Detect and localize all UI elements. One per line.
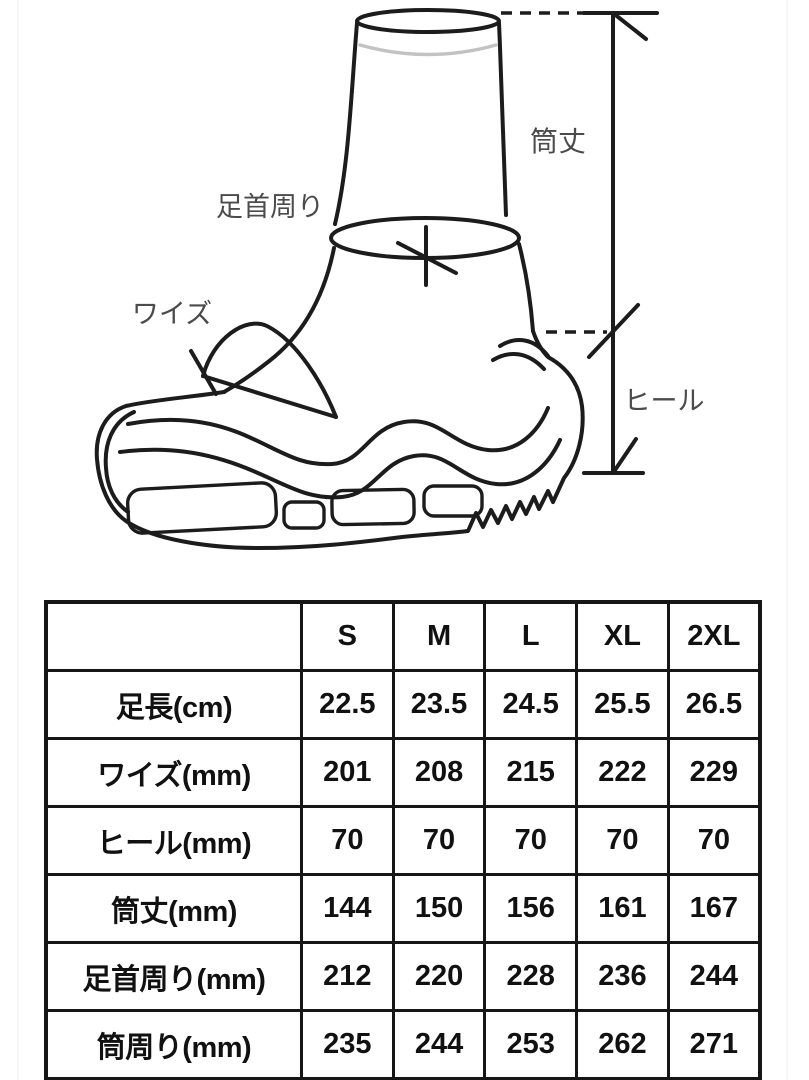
size-value: 25.5 (575, 669, 670, 740)
table-row-heel: ヒール(mm) 70 70 70 70 70 (44, 805, 762, 876)
boot-shaft-right-line (497, 21, 508, 217)
sole-panel-2 (330, 487, 416, 527)
boot-top-opening (355, 8, 501, 34)
size-value: 144 (300, 873, 395, 944)
size-value: 208 (391, 737, 487, 808)
boot-cuff-rim-line (358, 43, 498, 57)
row-label: 足長(cm) (44, 669, 303, 740)
row-label: 足首周り(mm) (44, 941, 303, 1012)
midsole-wave-line-2 (118, 438, 562, 500)
size-table-header-row: S M L XL 2XL (44, 600, 762, 672)
size-value: 220 (391, 941, 487, 1012)
table-row-width: ワイズ(mm) 201 208 215 222 229 (44, 737, 762, 808)
size-value: 70 (666, 805, 762, 876)
size-value: 228 (483, 941, 579, 1012)
table-row-ankle-girth: 足首周り(mm) 212 220 228 236 244 (44, 941, 762, 1012)
size-value: 70 (391, 805, 487, 876)
bottom-tick-mark (611, 437, 638, 475)
page-edge-line (17, 0, 19, 1080)
size-value: 156 (483, 873, 579, 944)
width-arrow-slash (189, 349, 218, 396)
size-value: 70 (300, 805, 395, 876)
page-edge-line (786, 0, 788, 1080)
sole-panel-3 (422, 484, 484, 518)
size-value: 161 (575, 873, 670, 944)
boot-shaft-left-line (333, 21, 359, 226)
midsole-wave-line-1 (126, 406, 550, 467)
size-value: 222 (575, 737, 670, 808)
size-value: 253 (483, 1009, 579, 1080)
heel-collar-line-1 (498, 338, 550, 358)
boot-drawing (94, 8, 585, 550)
size-value: 70 (483, 805, 579, 876)
label-width: ワイズ (132, 299, 212, 329)
size-column-header-2xl: 2XL (666, 600, 762, 672)
size-value: 201 (300, 737, 395, 808)
size-table: S M L XL 2XL 足長(cm) 22.5 23.5 24.5 25.5 … (44, 600, 762, 1080)
row-label: 筒周り(mm) (44, 1009, 303, 1080)
size-value: 167 (666, 873, 762, 944)
size-value: 244 (391, 1009, 487, 1080)
size-value: 212 (300, 941, 395, 1012)
width-measure (189, 321, 338, 419)
row-label: ワイズ(mm) (44, 737, 303, 808)
heel-collar-line-2 (491, 351, 546, 371)
size-value: 229 (666, 737, 762, 808)
label-ankle-girth: 足首周り (216, 192, 324, 222)
size-value: 70 (575, 805, 670, 876)
size-value: 22.5 (300, 669, 395, 740)
mid-tick-mark (587, 303, 640, 359)
sock-right-outline (517, 242, 535, 333)
sole-panel-1 (125, 481, 279, 535)
size-value: 236 (575, 941, 670, 1012)
label-heel: ヒール (624, 386, 705, 416)
ankle-cross-slash (396, 241, 458, 275)
row-label: ヒール(mm) (44, 805, 303, 876)
table-row-tube-girth: 筒周り(mm) 235 244 253 262 271 (44, 1009, 762, 1080)
size-column-header-xl: XL (575, 600, 670, 672)
row-label: 筒丈(mm) (44, 873, 303, 944)
size-column-header-s: S (300, 600, 395, 672)
width-girth-arc (201, 321, 338, 419)
size-value: 235 (300, 1009, 395, 1080)
size-value: 215 (483, 737, 579, 808)
size-value: 244 (666, 941, 762, 1012)
label-tube-height: 筒丈 (530, 126, 586, 157)
sole-outer-outline (94, 329, 585, 550)
table-row-foot-length: 足長(cm) 22.5 23.5 24.5 25.5 26.5 (44, 669, 762, 740)
sock-left-outline (222, 246, 336, 394)
size-value: 150 (391, 873, 487, 944)
height-measure (501, 11, 659, 475)
top-tick-mark (611, 11, 648, 41)
size-value: 262 (575, 1009, 670, 1080)
size-value: 23.5 (391, 669, 487, 740)
size-value: 24.5 (483, 669, 579, 740)
table-corner-cell (44, 600, 303, 672)
size-column-header-m: M (391, 600, 487, 672)
toe-cap-inner-line (103, 410, 136, 514)
boot-measurement-diagram: 筒丈 足首周り ワイズ ヒール (94, 8, 705, 550)
size-column-header-l: L (483, 600, 579, 672)
sole-panel-tab (282, 500, 326, 530)
size-value: 271 (666, 1009, 762, 1080)
width-measure-chord (201, 374, 338, 419)
table-row-tube-height: 筒丈(mm) 144 150 156 161 167 (44, 873, 762, 944)
size-value: 26.5 (666, 669, 762, 740)
